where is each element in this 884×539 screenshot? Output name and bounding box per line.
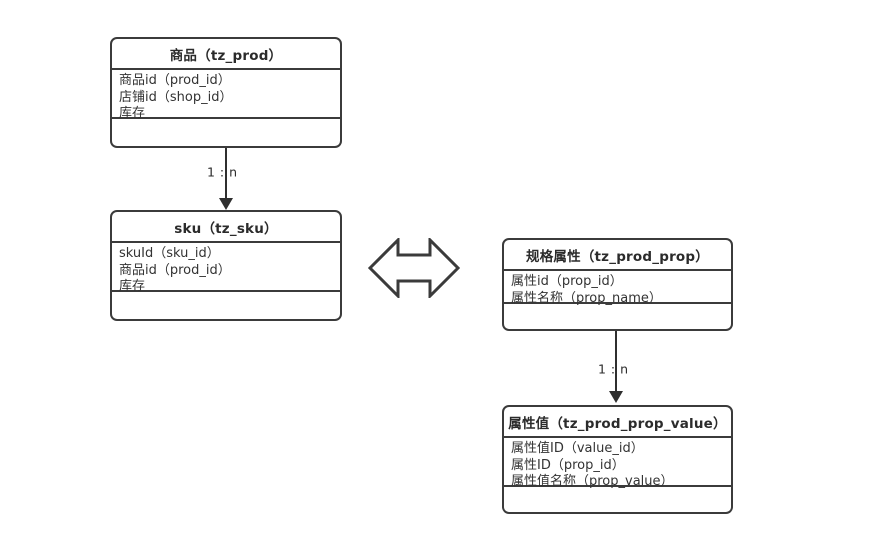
attribute-row: 商品id（prod_id） (119, 73, 231, 88)
entity-footer-tz-prod (112, 119, 340, 146)
entity-tz-prod-prop[interactable]: 规格属性（tz_prod_prop） 属性id（prop_id） 属性名称（pr… (502, 238, 733, 331)
cardinality-label-prop-to-prop-value: 1 : n (598, 361, 629, 377)
entity-footer-tz-prod-prop-value (504, 487, 731, 512)
entity-footer-tz-prod-prop (504, 304, 731, 329)
bidirectional-arrow-icon (367, 236, 461, 300)
entity-tz-sku[interactable]: sku（tz_sku） skuId（sku_id） 商品id（prod_id） … (110, 210, 342, 321)
entity-header-tz-sku: sku（tz_sku） (112, 212, 340, 243)
entity-header-tz-prod: 商品（tz_prod） (112, 39, 340, 70)
attribute-row: 店铺id（shop_id） (119, 89, 233, 105)
attribute-row: 商品id（prod_id） (119, 262, 231, 278)
connector-line-prop-to-prop-value (615, 331, 617, 393)
attribute-row: skuId（sku_id） (119, 246, 220, 261)
entity-attributes-tz-prod-prop: 属性id（prop_id） 属性名称（prop_name） (504, 271, 731, 306)
entity-attributes-tz-prod: 商品id（prod_id） 店铺id（shop_id） 库存 (112, 70, 340, 121)
entity-header-tz-prod-prop: 规格属性（tz_prod_prop） (504, 240, 731, 271)
attribute-row: 属性名称（prop_name） (511, 290, 662, 306)
entity-attributes-tz-prod-prop-value: 属性值ID（value_id） 属性ID（prop_id） 属性值名称（prop… (504, 438, 731, 489)
entity-attributes-tz-sku: skuId（sku_id） 商品id（prod_id） 库存 (112, 243, 340, 294)
attribute-row: 属性ID（prop_id） (511, 457, 625, 473)
connector-line-prod-to-sku (225, 148, 227, 202)
cardinality-label-prod-to-sku: 1 : n (207, 164, 238, 180)
connector-arrowhead-prod-to-sku (219, 198, 233, 210)
attribute-row: 属性值ID（value_id） (511, 441, 644, 456)
attribute-row: 属性id（prop_id） (511, 274, 623, 289)
connector-arrowhead-prop-to-prop-value (609, 391, 623, 403)
attribute-row: 库存 (119, 106, 146, 121)
entity-footer-tz-sku (112, 292, 340, 319)
attribute-row: 库存 (119, 279, 146, 294)
entity-header-tz-prod-prop-value: 属性值（tz_prod_prop_value） (504, 407, 731, 438)
entity-tz-prod-prop-value[interactable]: 属性值（tz_prod_prop_value） 属性值ID（value_id） … (502, 405, 733, 514)
entity-tz-prod[interactable]: 商品（tz_prod） 商品id（prod_id） 店铺id（shop_id） … (110, 37, 342, 148)
attribute-row: 属性值名称（prop_value） (511, 474, 674, 489)
